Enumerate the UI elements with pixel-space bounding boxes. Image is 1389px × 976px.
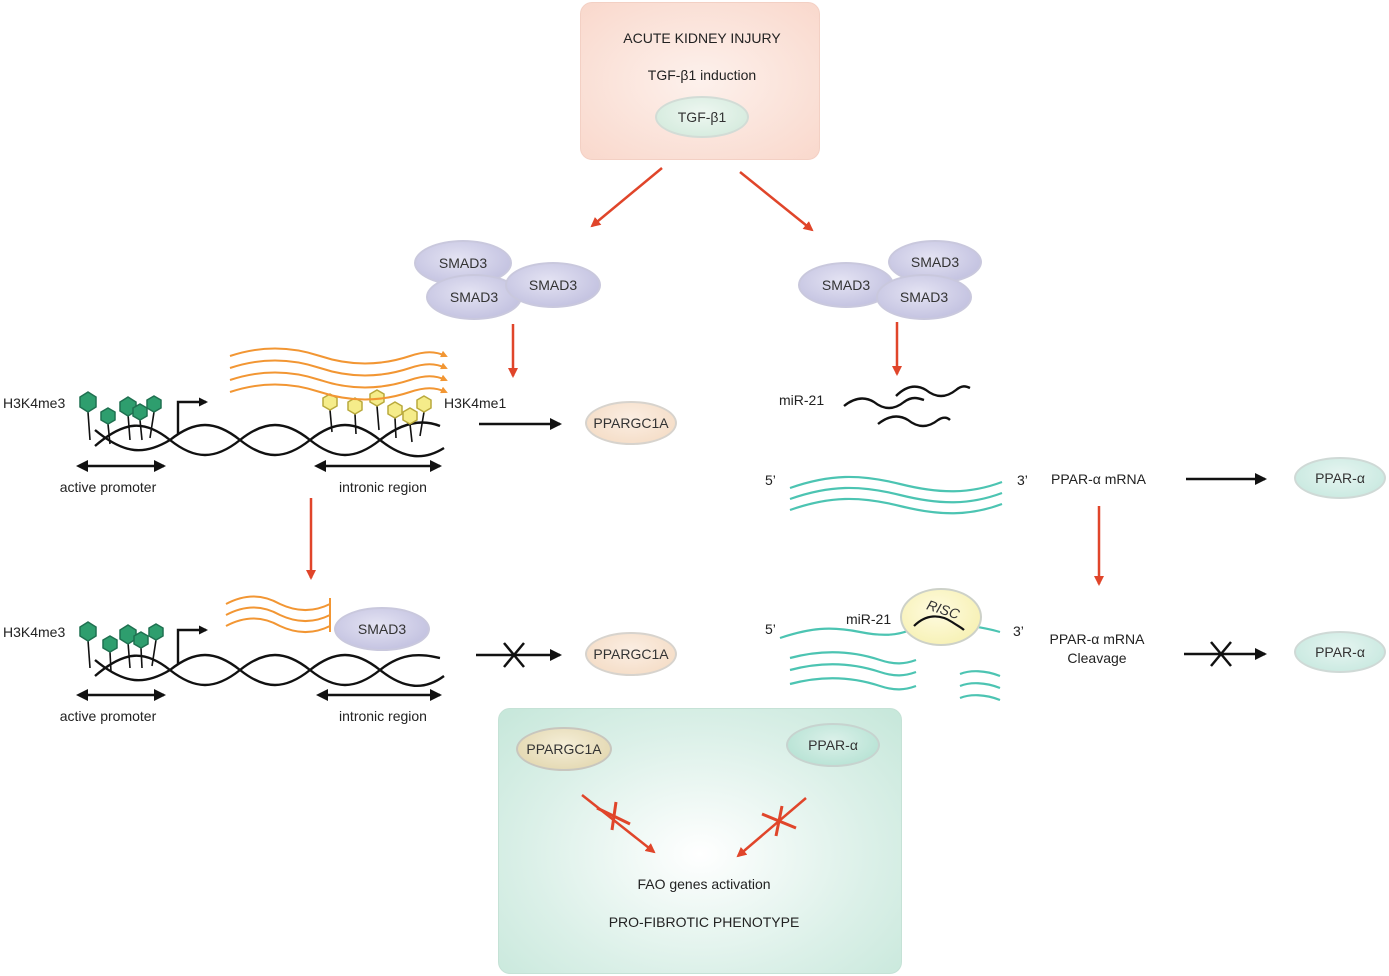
red-x-left: [596, 801, 631, 831]
five-prime-label-upper: 5’: [765, 472, 776, 488]
tgf-induction-subtitle: TGF-β1 induction: [647, 67, 757, 83]
ppara-mrna-upper: [789, 475, 1003, 515]
h3k4me3-label-upper: H3K4me3: [3, 395, 66, 411]
ppara-label: PPAR-α: [1315, 470, 1365, 486]
ppara-oval-upper: PPAR-α: [1294, 457, 1386, 499]
mir21-strands-upper: [843, 385, 971, 428]
smad3-label: SMAD3: [899, 289, 949, 305]
ppargc1a-oval-lower: PPARGC1A: [585, 632, 677, 676]
smad3-left-bottom: SMAD3: [426, 274, 522, 320]
tss-arrow-upper: [176, 397, 208, 434]
intronic-region-label-lower: intronic region: [339, 708, 427, 724]
red-arrow-to-left-smad: [590, 167, 663, 228]
green-hexagons-lower: [79, 621, 164, 653]
h3k4me1-label: H3K4me1: [444, 395, 507, 411]
green-hexagons-upper: [79, 391, 162, 425]
pro-fibrotic-phenotype-label: PRO-FIBROTIC PHENOTYPE: [608, 914, 800, 930]
ppargc1a-label: PPARGC1A: [593, 646, 669, 662]
smad3-label: SMAD3: [528, 277, 578, 293]
acute-kidney-injury-title: ACUTE KIDNEY INJURY: [623, 30, 781, 46]
orange-transcripts-upper: [229, 347, 448, 401]
ppara-mrna-cleavage-line2: Cleavage: [1067, 650, 1127, 666]
ppara-label: PPAR-α: [808, 737, 858, 753]
black-x-right: [1210, 641, 1232, 667]
intronic-region-label-upper: intronic region: [339, 479, 427, 495]
ppargc1a-label: PPARGC1A: [526, 741, 602, 757]
tgf-beta1-oval: TGF-β1: [655, 96, 749, 138]
smad3-label: SMAD3: [821, 277, 871, 293]
black-x-left: [503, 642, 525, 668]
orange-transcripts-lower: [225, 595, 331, 633]
ppara-label: PPAR-α: [1315, 644, 1365, 660]
three-prime-label-lower: 3’: [1013, 623, 1024, 639]
dna-helix-upper: [94, 421, 445, 458]
smad3-bound-dna: SMAD3: [334, 607, 430, 651]
five-prime-label-lower: 5’: [765, 621, 776, 637]
tgf-beta1-label: TGF-β1: [677, 109, 727, 125]
smad3-label: SMAD3: [910, 254, 960, 270]
ppara-mrna-label: PPAR-α mRNA: [1051, 471, 1146, 487]
h3k4me1-stalks-upper: [329, 405, 425, 443]
three-prime-label-upper: 3’: [1017, 472, 1028, 488]
ppara-mrna-cleaved: [779, 622, 1001, 702]
smad3-label: SMAD3: [438, 255, 488, 271]
red-arrow-ppargc-blocked: [581, 794, 656, 854]
ppargc1a-oval-upper: PPARGC1A: [585, 401, 677, 445]
smad3-label: SMAD3: [357, 621, 407, 637]
red-arrow-to-right-smad: [739, 171, 814, 232]
red-arrow-ppara-blocked: [736, 797, 807, 858]
ppara-mrna-cleavage-line1: PPAR-α mRNA: [1049, 631, 1145, 647]
active-promoter-label-lower: active promoter: [59, 708, 157, 724]
ppargc1a-label: PPARGC1A: [593, 415, 669, 431]
red-x-right: [761, 805, 797, 837]
ppara-oval-phenotype: PPAR-α: [786, 723, 880, 767]
fao-genes-activation-label: FAO genes activation: [637, 876, 771, 892]
ppara-oval-lower: PPAR-α: [1294, 631, 1386, 673]
yellow-hexagons-upper: [322, 389, 432, 425]
smad3-right-bottom: SMAD3: [876, 274, 972, 320]
smad3-label: SMAD3: [449, 289, 499, 305]
active-promoter-label-upper: active promoter: [59, 479, 157, 495]
smad3-left-right: SMAD3: [505, 262, 601, 308]
dna-helix-lower: [94, 653, 445, 688]
h3k4me3-marks-lower: [87, 639, 157, 673]
mir21-label-upper: miR-21: [779, 392, 825, 408]
h3k4me3-marks-upper: [87, 411, 155, 445]
tss-arrow-lower: [176, 625, 208, 664]
h3k4me3-label-lower: H3K4me3: [3, 624, 66, 640]
ppargc1a-oval-phenotype: PPARGC1A: [516, 727, 612, 771]
mir21-label-lower: miR-21: [846, 611, 892, 627]
